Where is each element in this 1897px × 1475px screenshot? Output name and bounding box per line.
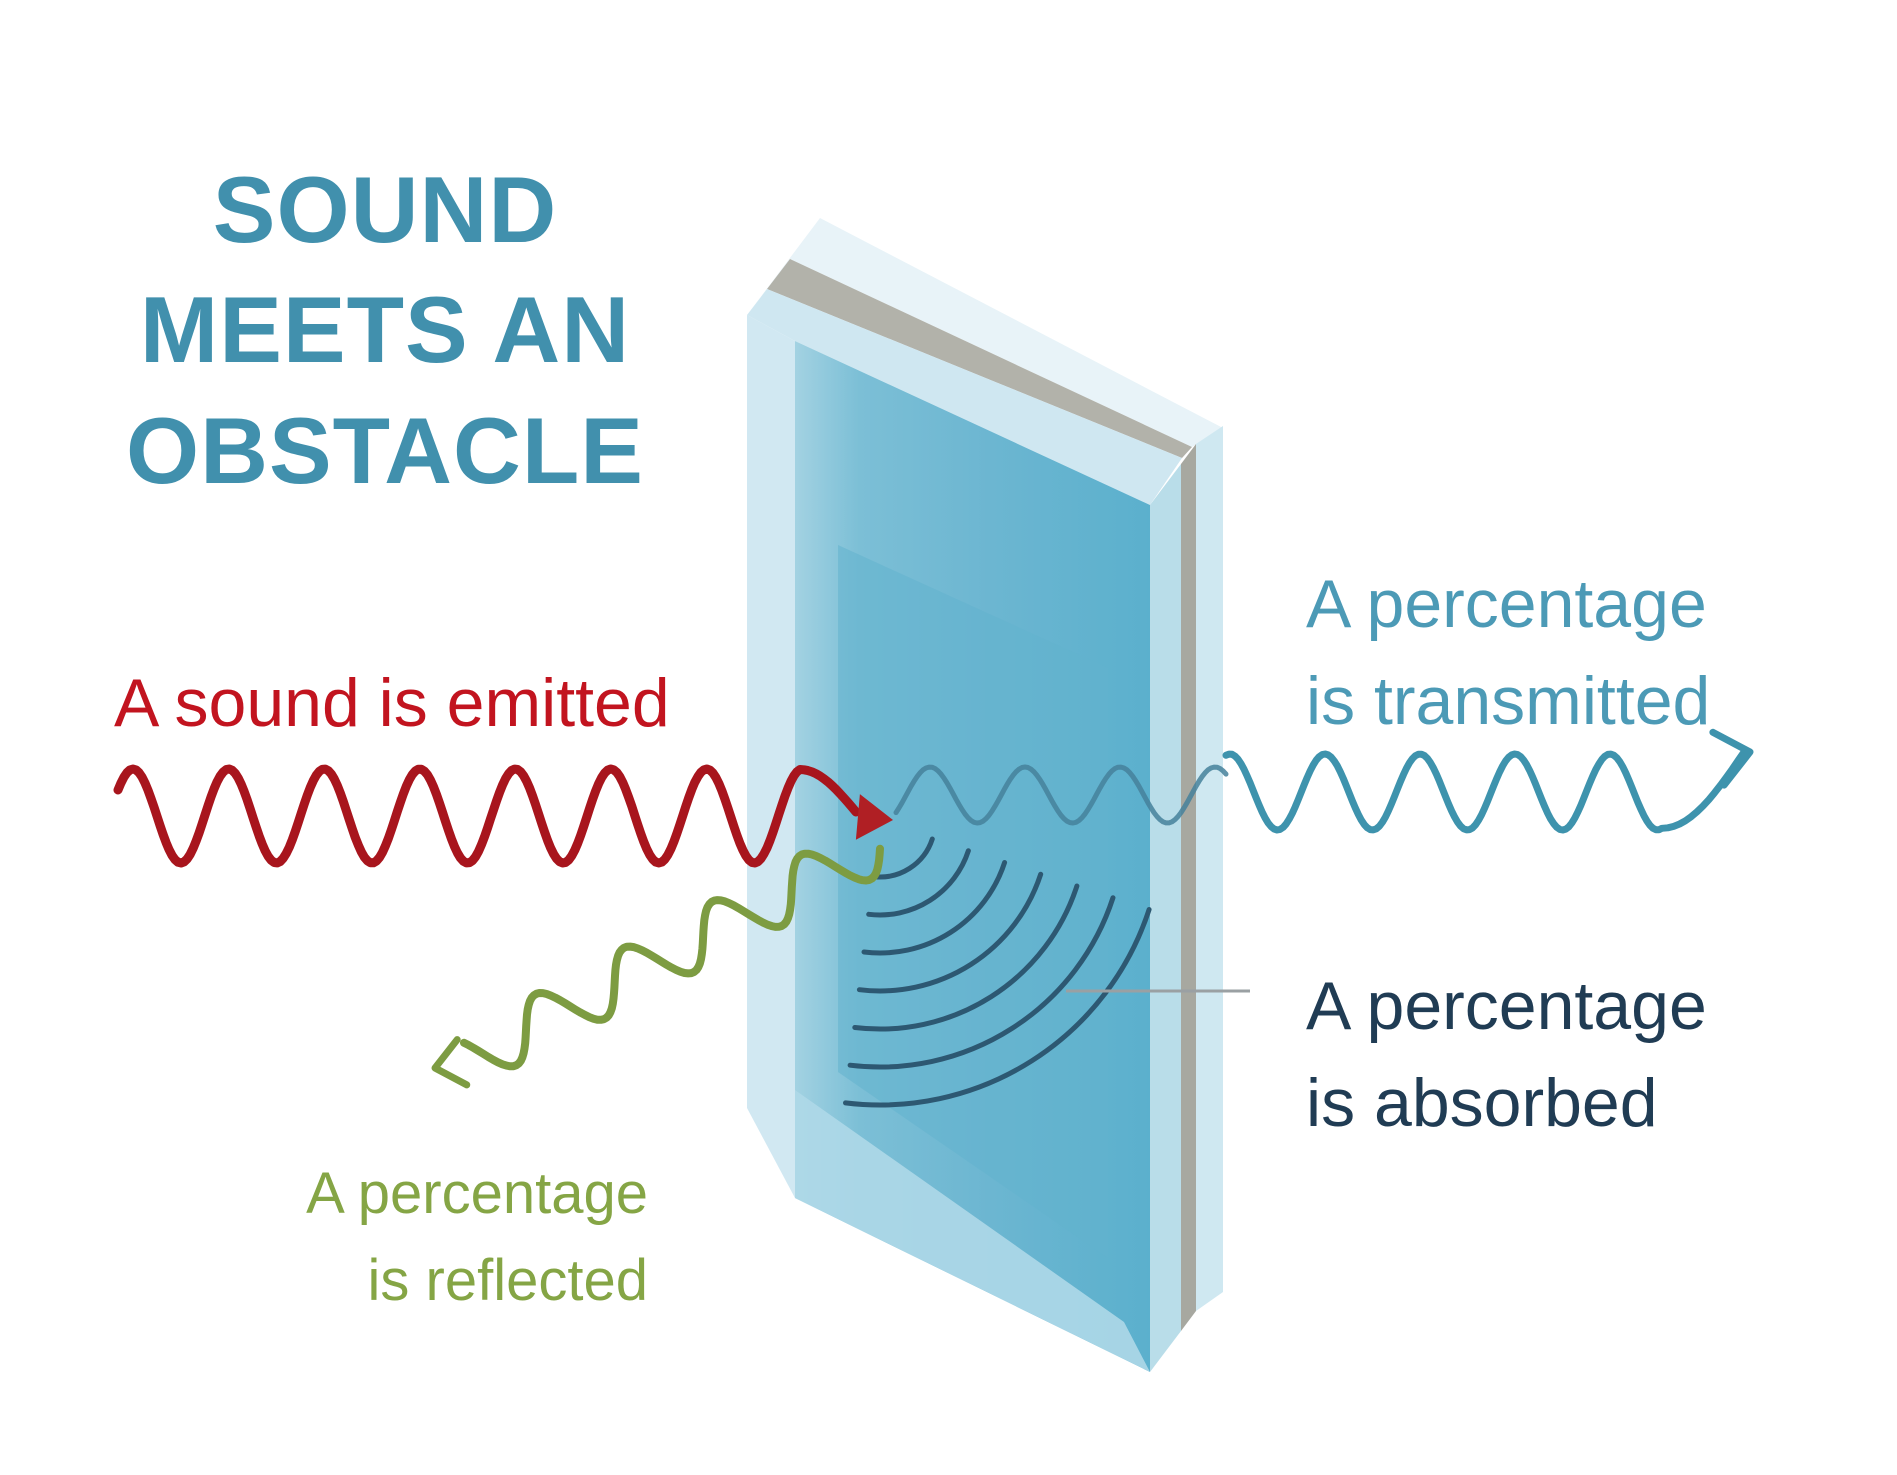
reflected-label: A percentage is reflected <box>248 1150 648 1324</box>
glass-right-band-outer <box>1196 426 1223 1311</box>
reflected-sound-wave <box>460 844 884 1071</box>
glass-top-face <box>747 218 1223 447</box>
reflected-label-line1: A percentage <box>306 1161 648 1226</box>
glass-top-edge-strip <box>747 289 1182 505</box>
glass-interlayer-top-stripe <box>767 259 1192 458</box>
absorbed-ripple-arcs-icon <box>843 836 1152 1108</box>
glass-bottom-bevel <box>795 1090 1150 1372</box>
emitted-wave-arrowhead-icon <box>855 794 893 840</box>
page-title: SOUND MEETS AN OBSTACLE <box>125 157 645 503</box>
transmitted-sound-wave <box>1222 748 1748 834</box>
transmitted-wave-arrowhead-icon <box>1709 728 1754 789</box>
absorbed-arc <box>852 883 1080 1032</box>
glass-right-band-inner <box>1150 464 1181 1372</box>
absorbed-arc <box>866 848 971 918</box>
emitted-label: A sound is emitted <box>114 655 670 752</box>
glass-left-edge-face <box>747 315 795 1198</box>
absorbed-arc <box>847 895 1116 1070</box>
absorbed-arc <box>856 871 1044 994</box>
glass-panel <box>747 218 1223 1372</box>
emitted-sound-wave <box>113 764 861 868</box>
glass-front-inner-shade <box>838 545 1108 1258</box>
transmitted-label-line2: is transmitted <box>1306 662 1711 739</box>
absorbed-arc <box>870 836 935 880</box>
transmitted-label: A percentage is transmitted <box>1306 556 1710 749</box>
absorbed-arc <box>843 907 1152 1108</box>
reflected-label-line2: is reflected <box>367 1248 648 1313</box>
absorbed-arc <box>861 860 1008 956</box>
absorbed-label-line2: is absorbed <box>1306 1064 1658 1141</box>
absorbed-label: A percentage is absorbed <box>1306 958 1707 1151</box>
absorbed-label-line1: A percentage <box>1306 968 1707 1044</box>
inside-glass-wave <box>893 764 1229 826</box>
reflected-wave-arrowhead-icon <box>431 1036 471 1089</box>
transmitted-label-line1: A percentage <box>1306 566 1707 642</box>
emitted-label-text: A sound is emitted <box>114 665 670 741</box>
glass-interlayer-right-stripe <box>1181 444 1196 1331</box>
